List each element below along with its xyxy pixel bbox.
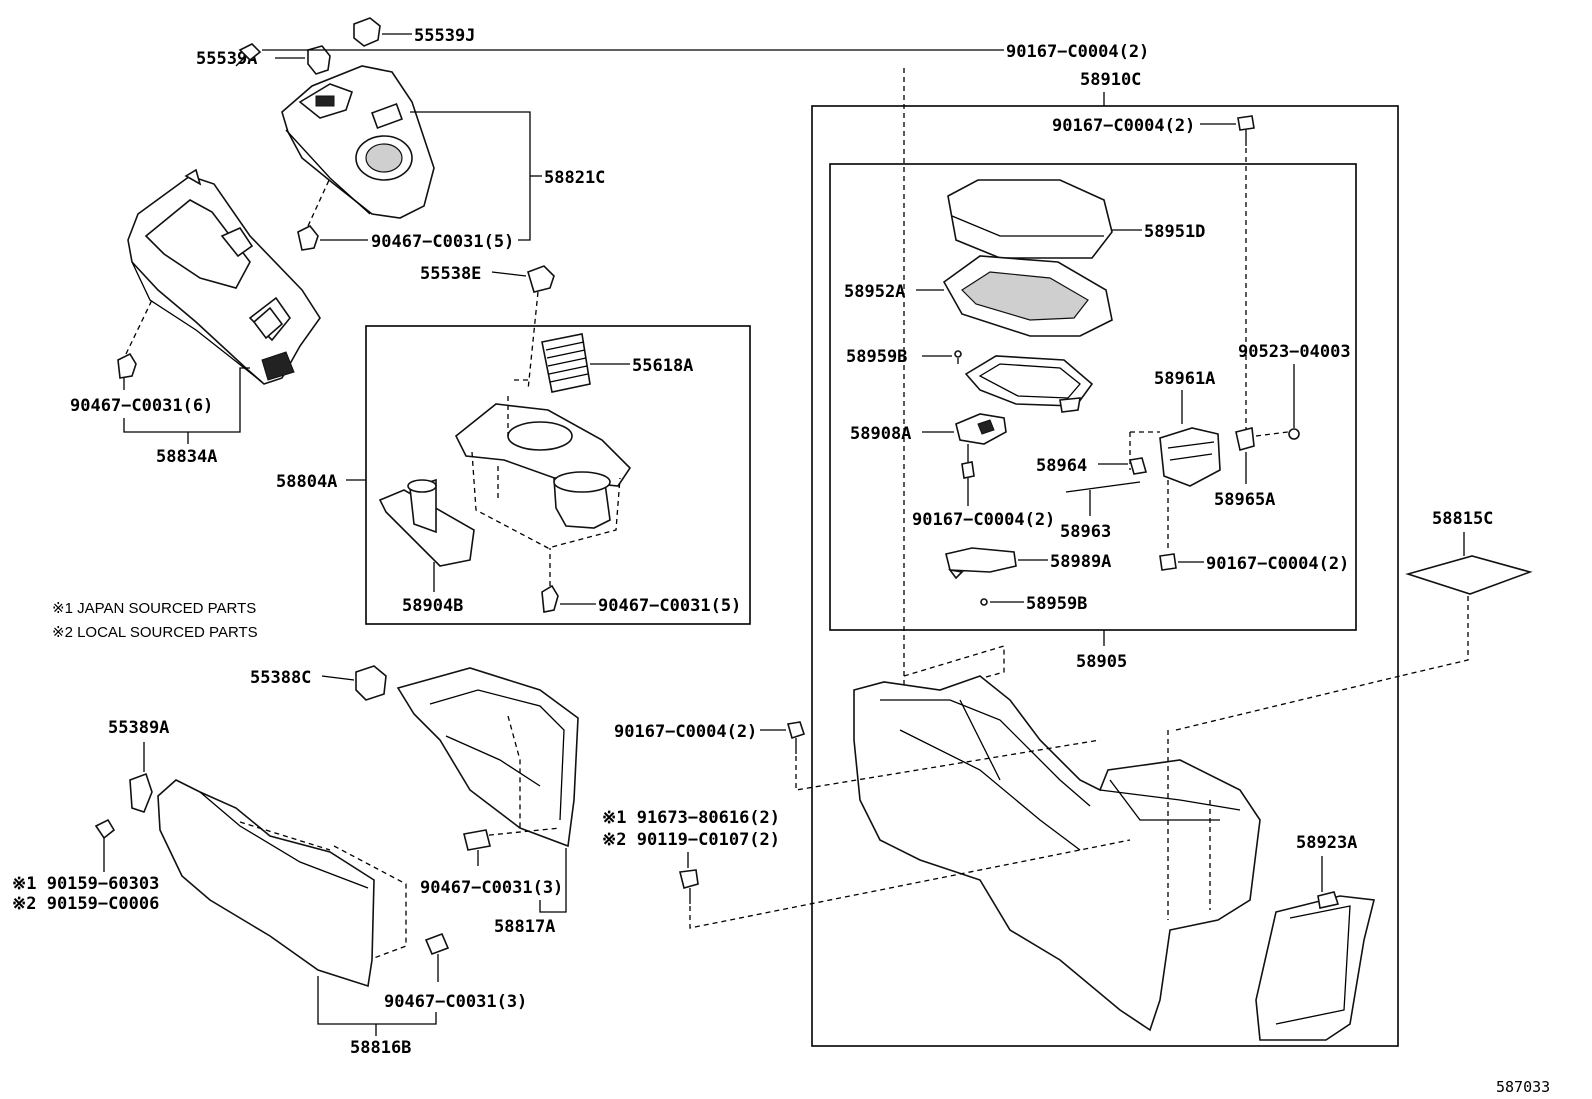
part-90467-clip-top — [297, 177, 368, 251]
figure-number: 587033 — [1496, 1078, 1550, 1096]
label-55538E: 55538E — [420, 264, 481, 284]
note-local-sourced: ※2 LOCAL SOURCED PARTS — [52, 624, 258, 641]
label-58817A: 58817A — [494, 917, 555, 937]
part-55389A-bracket — [94, 742, 153, 872]
part-cup-holder-body — [454, 379, 632, 549]
part-console-tray — [964, 355, 1094, 413]
label-90523: 90523−04003 — [1238, 342, 1351, 362]
box-58905 — [829, 163, 1357, 631]
part-55388C-clip — [321, 665, 387, 701]
part-58908A-latch — [922, 413, 1007, 506]
part-58834A-console-panel — [127, 168, 321, 385]
label-55539A: 55539A — [196, 49, 257, 69]
label-58816B: 58816B — [350, 1038, 411, 1058]
part-90167-bolt-inner-top — [1200, 115, 1255, 430]
part-90467-clip-58817A — [463, 829, 491, 866]
label-91673: ※1 91673−80616(2) — [602, 808, 780, 828]
note-japan-sourced: ※1 JAPAN SOURCED PARTS — [52, 600, 256, 617]
box-58804A — [365, 325, 751, 625]
label-58951D: 58951D — [1144, 222, 1205, 242]
label-58905: 58905 — [1076, 652, 1127, 672]
part-90467-clip-mid — [541, 548, 596, 613]
part-58952A-inner — [916, 255, 1113, 337]
part-90467-clip-58816B — [424, 932, 450, 982]
part-55618A-mat — [541, 333, 630, 393]
label-90467-C0031-3-b: 90467−C0031(3) — [384, 992, 527, 1012]
part-90167-bolt-left — [760, 721, 1101, 791]
label-55539J: 55539J — [414, 26, 475, 46]
label-90167-left: 90167−C0004(2) — [614, 722, 757, 742]
label-58952A: 58952A — [844, 282, 905, 302]
label-58959B-b: 58959B — [1026, 594, 1087, 614]
part-58816B-side-panel — [157, 779, 407, 988]
part-58815C-mat — [1399, 532, 1533, 677]
label-58959B-a: 58959B — [846, 347, 907, 367]
label-90167-mid: 90167−C0004(2) — [912, 510, 1055, 530]
label-58904B: 58904B — [402, 596, 463, 616]
part-90167-bolt-lower — [1159, 480, 1204, 571]
bracket-58816B — [317, 976, 437, 1025]
part-55538E-clip — [491, 265, 555, 391]
bracket-58834A — [123, 367, 250, 433]
label-58964: 58964 — [1036, 456, 1087, 476]
label-90119: ※2 90119−C0107(2) — [602, 830, 780, 850]
bracket-58817A — [539, 848, 567, 913]
label-58910C: 58910C — [1080, 70, 1141, 90]
part-90167-bolt-top — [235, 43, 1004, 710]
label-55389A: 55389A — [108, 718, 169, 738]
part-58817A-side-panel — [396, 667, 579, 848]
label-58963: 58963 — [1060, 522, 1111, 542]
label-90467-C0031-3-a: 90467−C0031(3) — [420, 878, 563, 898]
label-58821C: 58821C — [544, 168, 605, 188]
label-55388C: 55388C — [250, 668, 311, 688]
label-58834A: 58834A — [156, 447, 217, 467]
part-58904B-tray — [378, 478, 475, 592]
label-90467-C0031-5-mid: 90467−C0031(5) — [598, 596, 741, 616]
label-58989A: 58989A — [1050, 552, 1111, 572]
part-58961A-hinge — [1129, 427, 1289, 487]
part-58821C-shift-panel — [281, 65, 435, 219]
label-58923A: 58923A — [1296, 833, 1357, 853]
label-90467-C0031-5-top: 90467−C0031(5) — [371, 232, 514, 252]
part-58964-pin — [1098, 457, 1148, 475]
box-58910C — [811, 105, 1399, 1047]
label-58961A: 58961A — [1154, 369, 1215, 389]
label-55618A: 55618A — [632, 356, 693, 376]
part-55539J-clip — [353, 17, 412, 47]
part-55539A-clip — [275, 45, 331, 75]
label-58815C: 58815C — [1432, 509, 1493, 529]
part-58923A-cover — [1255, 856, 1375, 1041]
label-58965A: 58965A — [1214, 490, 1275, 510]
label-58908A: 58908A — [850, 424, 911, 444]
label-90167-top: 90167−C0004(2) — [1006, 42, 1149, 62]
label-90159-C0006: ※2 90159−C0006 — [12, 894, 159, 914]
label-90167-lower: 90167−C0004(2) — [1206, 554, 1349, 574]
label-90167-inner-top: 90167−C0004(2) — [1052, 116, 1195, 136]
label-90467-C0031-6: 90467−C0031(6) — [70, 396, 213, 416]
label-90159-60303: ※1 90159−60303 — [12, 874, 159, 894]
part-58959B-screw-a — [922, 350, 962, 364]
part-58963-rod — [1065, 481, 1141, 516]
part-58989A-bracket — [945, 547, 1048, 580]
part-58951D-lid — [947, 179, 1142, 259]
part-90467-clip-58834A — [117, 299, 153, 390]
part-58959B-screw-b — [980, 598, 1024, 606]
part-console-body — [853, 645, 1401, 1032]
part-91673-bolt — [679, 839, 1131, 929]
label-58804A: 58804A — [276, 472, 337, 492]
part-90523-screw — [1288, 428, 1300, 440]
